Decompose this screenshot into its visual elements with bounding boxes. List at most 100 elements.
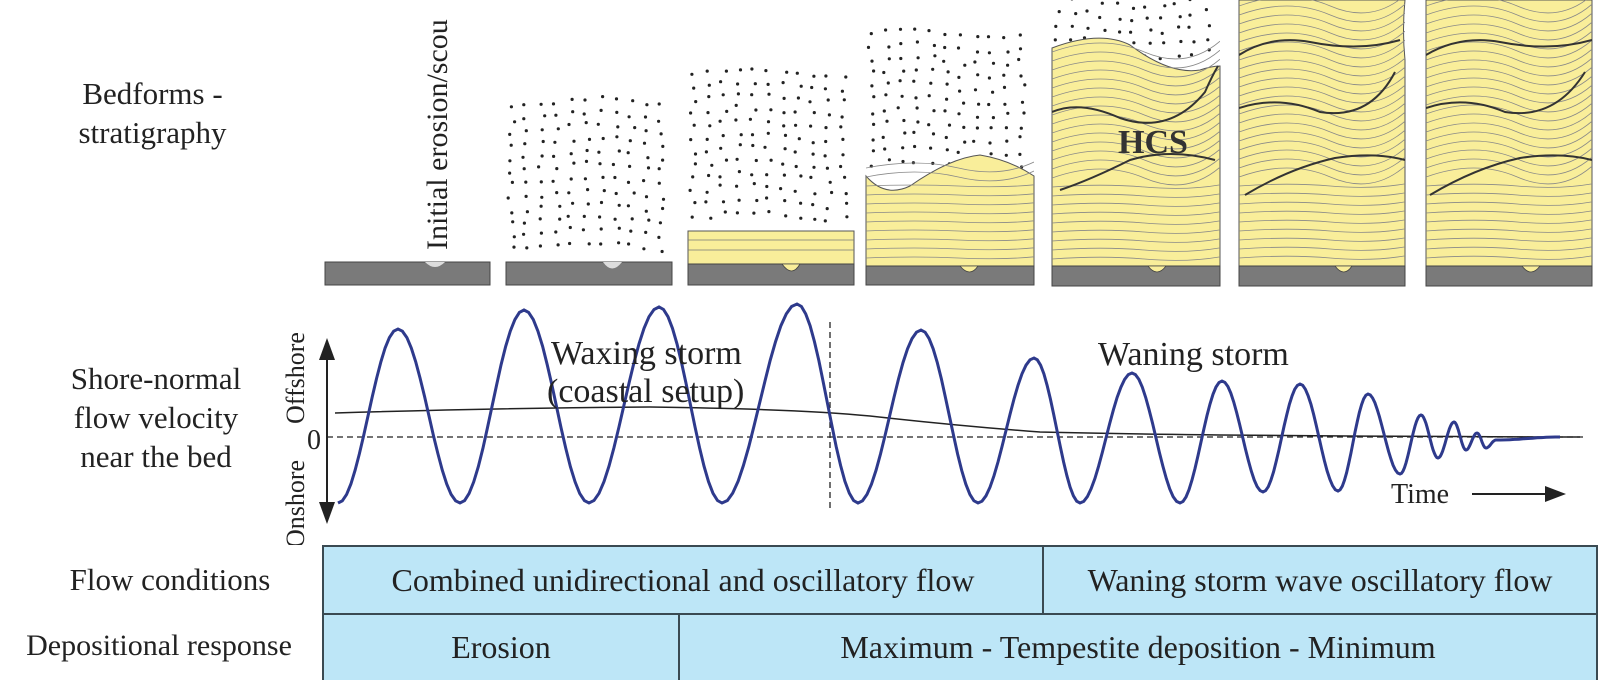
sediment-dot xyxy=(657,235,661,239)
lamina xyxy=(1052,220,1220,225)
sediment-dot xyxy=(824,126,828,130)
sediment-dot xyxy=(706,111,710,115)
sediment-dot xyxy=(748,117,753,121)
depositional-response-label: Depositional response xyxy=(26,629,292,662)
scour-notch xyxy=(781,263,801,272)
sediment-dot xyxy=(796,96,801,100)
sediment-dot xyxy=(709,216,713,220)
sediment-dot xyxy=(572,161,576,165)
sediment-dot xyxy=(599,242,603,246)
lamina xyxy=(1239,21,1405,41)
sediment-dot xyxy=(987,51,992,55)
sediment-dot xyxy=(630,217,634,221)
sediment-dot xyxy=(734,103,738,107)
sediment-dot xyxy=(525,246,529,250)
sediment-dot xyxy=(765,173,769,177)
sediment-dot xyxy=(554,230,558,234)
lamina xyxy=(1239,129,1405,149)
sediment-dot xyxy=(812,165,816,169)
sediment-dot xyxy=(1118,30,1122,34)
sediment-dot xyxy=(1018,33,1022,37)
sediment-dot xyxy=(508,132,512,136)
sediment-dot xyxy=(615,110,619,114)
sediment-dot xyxy=(943,45,947,50)
sediment-dot xyxy=(1207,48,1211,52)
sediment-dot xyxy=(899,56,903,61)
sediment-dot xyxy=(1132,41,1136,45)
sediment-dot xyxy=(708,124,712,128)
sediment-dot xyxy=(793,150,797,154)
sediment-dot xyxy=(692,86,696,90)
sediment-dot xyxy=(644,230,648,234)
sediment-dot xyxy=(524,180,528,184)
sediment-dot xyxy=(598,215,602,219)
sediment-dot xyxy=(842,98,846,102)
sediment-dot xyxy=(599,200,604,205)
scour-notch xyxy=(1147,265,1167,273)
sediment-dot xyxy=(899,42,903,46)
sediment-dot xyxy=(799,84,803,88)
sediment-dot xyxy=(902,69,906,73)
sediment-dot xyxy=(506,196,510,200)
sediment-dot xyxy=(566,214,570,218)
sediment-dot xyxy=(556,243,560,247)
sediment-dot xyxy=(552,154,556,158)
sediment-dot xyxy=(661,158,665,162)
sediment-dot xyxy=(583,177,588,181)
sediment-dot xyxy=(632,191,636,195)
sediment-dot xyxy=(764,69,768,73)
erosion-base xyxy=(1238,265,1406,287)
sediment-dot xyxy=(1020,100,1025,104)
sediment-dot xyxy=(1130,19,1134,23)
sediment-dot xyxy=(769,108,773,112)
sediment-dot xyxy=(975,115,980,119)
sediment-dot xyxy=(896,106,900,110)
sediment-dot xyxy=(810,85,814,90)
lamina xyxy=(1239,237,1405,242)
sediment-dot xyxy=(887,57,891,61)
sediment-dot xyxy=(1086,26,1090,30)
sediment-dot xyxy=(885,119,889,123)
scour-notch xyxy=(1334,265,1353,273)
sediment-dot xyxy=(767,210,771,214)
sediment-dot xyxy=(812,74,816,78)
lamina xyxy=(1426,93,1592,113)
sediment-dot xyxy=(724,158,729,162)
lamina xyxy=(866,256,1034,260)
sediment-dot xyxy=(752,182,756,186)
sand-body xyxy=(865,154,1035,267)
sediment-dot xyxy=(799,216,803,220)
lamina xyxy=(1426,201,1592,206)
sediment-dot xyxy=(524,129,528,133)
sediment-dot xyxy=(522,221,527,225)
sediment-dot xyxy=(510,211,514,215)
sediment-dot xyxy=(737,170,742,174)
erosion-base xyxy=(865,265,1035,286)
sediment-dot xyxy=(763,145,767,149)
sediment-dot xyxy=(689,138,693,142)
sediment-dot xyxy=(647,218,651,222)
sediment-dot xyxy=(602,189,606,193)
lamina xyxy=(1239,120,1405,140)
sediment-dot xyxy=(705,137,709,141)
sediment-dot xyxy=(793,110,797,114)
coastal-setup-label: (coastal setup) xyxy=(547,373,744,410)
sediment-dot xyxy=(915,40,920,44)
sediment-dot xyxy=(1148,41,1152,45)
sediment-dot xyxy=(887,45,891,49)
sediment-dot xyxy=(914,68,918,72)
sediment-dot xyxy=(956,150,960,154)
sediment-dot xyxy=(957,112,961,116)
sediment-dot xyxy=(1006,50,1010,54)
sediment-dot xyxy=(785,70,789,74)
sediment-dot xyxy=(1188,13,1192,17)
sediment-dot xyxy=(543,114,547,118)
erosion-base xyxy=(1425,265,1593,287)
lamina xyxy=(1426,156,1592,176)
sediment-dot xyxy=(866,45,871,50)
sediment-dot xyxy=(825,166,830,170)
sediment-dot xyxy=(556,127,560,131)
lamina xyxy=(1239,0,1400,14)
sediment-dot xyxy=(643,115,648,119)
sediment-dot xyxy=(931,67,935,71)
